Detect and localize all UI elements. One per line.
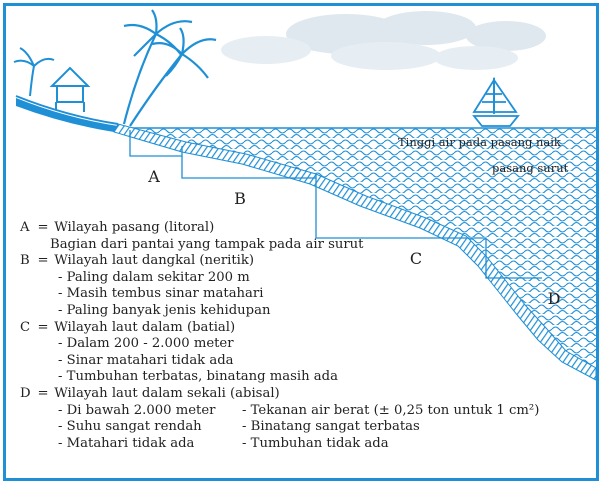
- legend-item: - Paling banyak jenis kehidupan: [58, 302, 271, 318]
- legend-title: Wilayah laut dalam (batial): [54, 319, 236, 335]
- palm-tree-icon: [122, 9, 193, 125]
- high-tide-label: Tinggi air pada pasang naik: [398, 135, 562, 149]
- legend-a-row: A= Wilayah pasang (litoral): [20, 220, 215, 235]
- legend-b-row: B= Wilayah laut dangkal (neritik): [20, 253, 255, 269]
- legend-item: - Tumbuhan terbatas, binatang masih ada: [58, 369, 338, 385]
- diagram-frame: A B C D Tinggi air pada pasang naik pasa…: [3, 3, 599, 481]
- coast-land: [16, 98, 118, 132]
- sailboat-icon: [472, 76, 520, 127]
- legend-item: - Sinar matahari tidak ada: [58, 352, 234, 368]
- legend-item: - Masih tembus sinar matahari: [58, 286, 264, 302]
- bracket-a: [129, 130, 183, 157]
- legend-item: - Matahari tidak ada- Tumbuhan tidak ada: [58, 435, 389, 451]
- legend-d-row: D= Wilayah laut dalam sekali (abisal): [20, 385, 280, 401]
- zone-label-d: D: [548, 289, 561, 308]
- bracket-b: [181, 156, 317, 179]
- legend-key: C: [20, 319, 31, 335]
- zone-brackets: [129, 130, 542, 279]
- zone-label-b: B: [234, 189, 246, 208]
- legend-key: D: [20, 385, 31, 401]
- sea-water: [126, 128, 596, 368]
- legend-title: Wilayah laut dalam sekali (abisal): [54, 385, 280, 401]
- legend: A= Wilayah pasang (litoral) Bagian dari …: [20, 220, 590, 452]
- clouds: [221, 11, 546, 70]
- legend-title: Wilayah laut dangkal (neritik): [54, 253, 255, 269]
- sea-zones-diagram: A B C D Tinggi air pada pasang naik pasa…: [13, 9, 596, 381]
- legend-item: - Suhu sangat rendah- Binatang sangat te…: [58, 419, 420, 435]
- zone-label-a: A: [147, 167, 160, 186]
- legend-key: B: [20, 253, 30, 269]
- coastline: [15, 95, 119, 125]
- legend-a-desc: Bagian dari pantai yang tampak pada air …: [50, 236, 364, 252]
- palm-tree-icon: [129, 27, 217, 127]
- bracket-d: [485, 254, 542, 279]
- legend-title: Wilayah pasang (litoral): [54, 220, 215, 235]
- legend-item: - Paling dalam sekitar 200 m: [58, 269, 250, 285]
- bracket-c: [315, 178, 487, 254]
- sea-floor: [113, 123, 596, 381]
- legend-item: - Di bawah 2.000 meter- Tekanan air bera…: [58, 402, 540, 418]
- legend-key: A: [20, 220, 30, 235]
- hut-icon: [49, 66, 91, 112]
- low-tide-label: pasang surut: [492, 161, 569, 175]
- legend-c-row: C= Wilayah laut dalam (batial): [20, 319, 236, 335]
- zone-label-c: C: [410, 249, 422, 268]
- legend-item: - Dalam 200 - 2.000 meter: [58, 336, 234, 352]
- small-tree-icon: [13, 47, 55, 97]
